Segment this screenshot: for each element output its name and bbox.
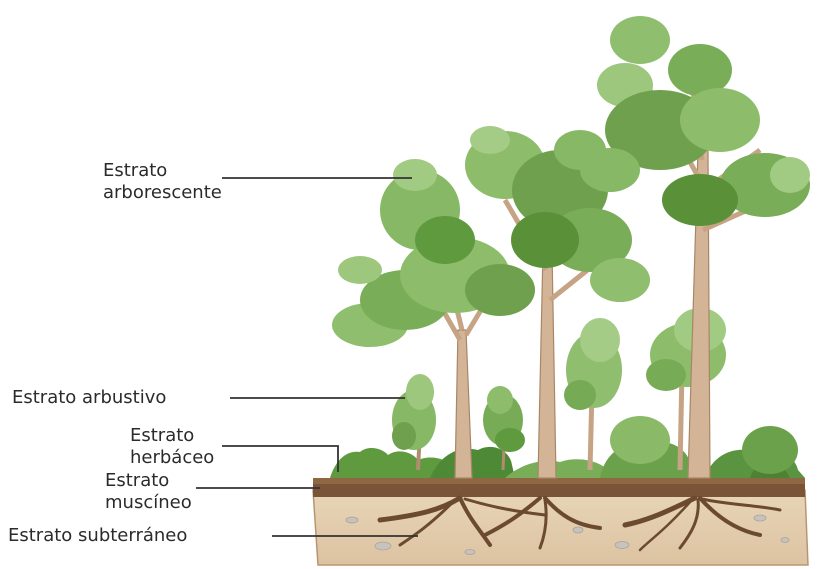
shrubs xyxy=(392,308,798,474)
label-estrato-muscineo: Estrato muscíneo xyxy=(105,470,192,514)
leader-line-herbaceo xyxy=(222,446,338,472)
label-muscineo-line2: muscíneo xyxy=(105,492,192,514)
label-estrato-subterraneo: Estrato subterráneo xyxy=(8,525,187,547)
label-muscineo-line1: Estrato xyxy=(105,470,192,492)
label-subterraneo-text: Estrato subterráneo xyxy=(8,525,187,546)
label-arbustivo-text: Estrato arbustivo xyxy=(12,387,166,408)
moss-band xyxy=(313,478,805,497)
label-herbaceo-line2: herbáceo xyxy=(130,447,214,469)
label-estrato-arborescente: Estrato arborescente xyxy=(103,160,222,204)
label-estrato-arbustivo: Estrato arbustivo xyxy=(12,387,166,409)
label-arborescente-line1: Estrato xyxy=(103,160,222,182)
label-estrato-herbaceo: Estrato herbáceo xyxy=(130,425,214,469)
label-herbaceo-line1: Estrato xyxy=(130,425,214,447)
label-arborescente-line2: arborescente xyxy=(103,182,222,204)
